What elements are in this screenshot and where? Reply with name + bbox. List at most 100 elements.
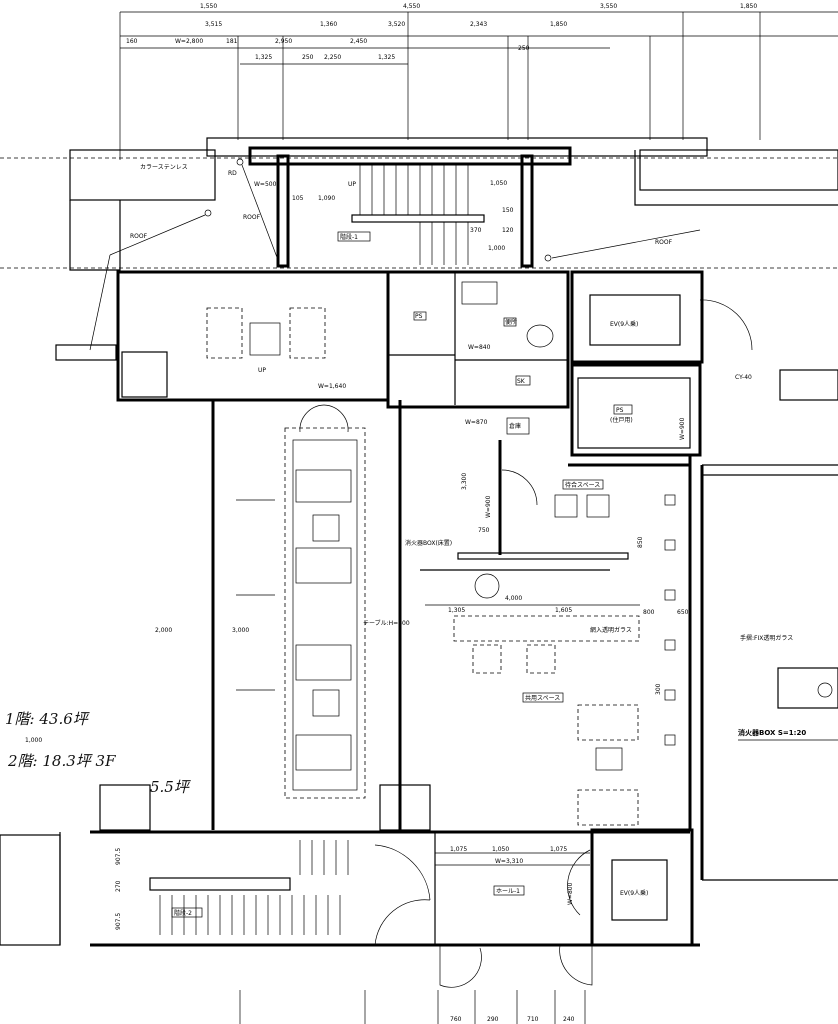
hall-area: 1,075 1,050 1,075 W=3,310 ホール-1 W=800 EV… [239, 828, 694, 1024]
room-toilet: 便所 [505, 318, 517, 326]
dim-1000: 1,000 [25, 737, 42, 744]
room-ps-right: PS [616, 407, 624, 414]
dim-hall-2: 1,075 [550, 846, 567, 853]
cy-label: CY-40 [735, 374, 752, 381]
dim-stair1-5: 120 [502, 227, 514, 234]
dim-3000: 3,000 [232, 627, 249, 634]
dim-bstair-1: 270 [115, 880, 122, 892]
dim-bottom-0: 760 [450, 1016, 462, 1023]
dim-bstair-0: 907.5 [115, 848, 122, 865]
dim-2-1: 1,360 [320, 21, 337, 28]
handwritten-line-1: 1階: 43.6坪 [5, 710, 90, 728]
dim-3300: 3,300 [461, 473, 468, 490]
elevator-top: EV(9人乗) PS (住戸用) W=900 [577, 294, 753, 449]
dim-650: 650 [677, 609, 689, 616]
dim-3-3: 2,950 [275, 38, 292, 45]
dim-300: 300 [655, 683, 662, 695]
dim-stair1-3: 1,000 [488, 245, 505, 252]
dim-stair1-7: 105 [292, 195, 304, 202]
dim-4-0: 1,325 [255, 54, 272, 61]
up-room: UP [206, 307, 326, 374]
glass-note: 網入透明ガラス [590, 626, 632, 634]
room-stair-2: 階段-2 [174, 909, 192, 917]
room-ev-top: EV(9人乗) [610, 321, 638, 328]
desk-note: テーブル:H=800 [363, 619, 410, 627]
central-table: W=1,640 テーブル:H=800 2,000 3,000 1,000 [25, 383, 410, 799]
right-exterior [0, 157, 838, 946]
dim-top-3: 1,850 [740, 3, 757, 10]
dim-4-3: 1,325 [378, 54, 395, 61]
dim-w870: W=870 [465, 419, 488, 426]
dim-stair1-0: 1,090 [318, 195, 335, 202]
roof-label-2: ROOF [243, 214, 261, 221]
dim-4000: 4,000 [505, 595, 522, 602]
dim-4-2: 2,250 [324, 54, 341, 61]
dim-bottom-3: 240 [563, 1016, 575, 1023]
rd-label: RD [228, 170, 237, 177]
roof-label-3: ROOF [655, 239, 673, 246]
room-ev-bottom: EV(9人乗) [620, 890, 648, 897]
dim-w900-ps: W=900 [679, 417, 686, 440]
up-arrow-label: UP [348, 181, 356, 188]
room-ps-left: PS [415, 313, 423, 320]
dim-3-0: 160 [126, 38, 138, 45]
dim-1305: 1,305 [448, 607, 465, 614]
dim-hall-3: W=3,310 [495, 858, 523, 865]
dim-800: 800 [643, 609, 655, 616]
dim-stair1-6: W=500 [254, 181, 277, 188]
stair-2-area: 階段-2 907.5 270 907.5 [115, 840, 431, 946]
room-storage: 倉庫 [509, 422, 521, 430]
room-ps-right-sub: (住戸用) [610, 416, 633, 424]
room-hall: ホール-1 [496, 888, 520, 895]
dim-hall-4: W=800 [567, 882, 574, 905]
dim-4-1: 250 [302, 54, 314, 61]
dimension-text: 1,550 4,550 3,550 1,850 3,515 1,360 3,52… [126, 3, 757, 61]
main-walls [59, 270, 704, 947]
dim-hall-0: 1,075 [450, 846, 467, 853]
glass-note-2: 手摺:FIX透明ガラス [740, 634, 793, 642]
dim-stair1-2: 150 [502, 207, 514, 214]
shared-spaces: 待合スペース 1,305 1,605 4,000 3,300 W=900 750… [405, 440, 689, 826]
dim-w1640: W=1,640 [318, 383, 346, 390]
handwritten-notes: 1階: 43.6坪 2階: 18.3坪 3F 5.5坪 [5, 710, 191, 796]
dim-2-2: 3,520 [388, 21, 405, 28]
dim-2-0: 3,515 [205, 21, 222, 28]
room-shared: 共用スペース [525, 694, 560, 702]
dim-3-5: 250 [518, 45, 530, 52]
room-stair-1: 階段-1 [340, 233, 358, 241]
room-waiting: 待合スペース [565, 481, 600, 489]
dim-3-4: 2,450 [350, 38, 367, 45]
terrace-label: カラーステンレス [140, 164, 188, 171]
handwritten-line-2: 2階: 18.3坪 3F [7, 752, 116, 770]
dim-stair1-1: 1,050 [490, 180, 507, 187]
dim-w840: W=840 [468, 344, 491, 351]
dim-3-2: 181 [226, 38, 238, 45]
up-label: UP [258, 367, 266, 374]
stair-1-area: 1,090 1,050 150 1,000 370 120 W=500 105 … [206, 137, 708, 268]
dim-top-0: 1,550 [200, 3, 217, 10]
dim-bottom-1: 290 [487, 1016, 499, 1023]
dim-bottom-2: 710 [527, 1016, 539, 1023]
roof-label-1: ROOF [130, 233, 148, 240]
dim-hall-1: 1,050 [492, 846, 509, 853]
fire-box-title: 消火器BOX S=1:20 [738, 728, 806, 737]
handwritten-line-3: 5.5坪 [150, 778, 191, 796]
dim-3-1: W=2,800 [175, 38, 203, 45]
dim-w900-door: W=900 [485, 495, 492, 518]
dim-1605: 1,605 [555, 607, 572, 614]
fire-box-note: 消火器BOX(床置) [405, 539, 452, 547]
dim-stair1-4: 370 [470, 227, 482, 234]
fire-box-detail: 手摺:FIX透明ガラス 消火器BOX S=1:20 CY-40 [735, 374, 838, 741]
dim-top-1: 4,550 [403, 3, 420, 10]
dim-2-3: 2,343 [470, 21, 487, 28]
dim-850: 850 [637, 536, 644, 548]
dim-bstair-2: 907.5 [115, 913, 122, 930]
dim-2-4: 1,850 [550, 21, 567, 28]
dimension-lines [119, 11, 838, 160]
dim-top-2: 3,550 [600, 3, 617, 10]
dim-2000: 2,000 [155, 627, 172, 634]
roof-area: カラーステンレス ROOF ROOF ROOF RD [69, 149, 838, 351]
dim-750: 750 [478, 527, 490, 534]
room-sk: SK [517, 378, 526, 385]
